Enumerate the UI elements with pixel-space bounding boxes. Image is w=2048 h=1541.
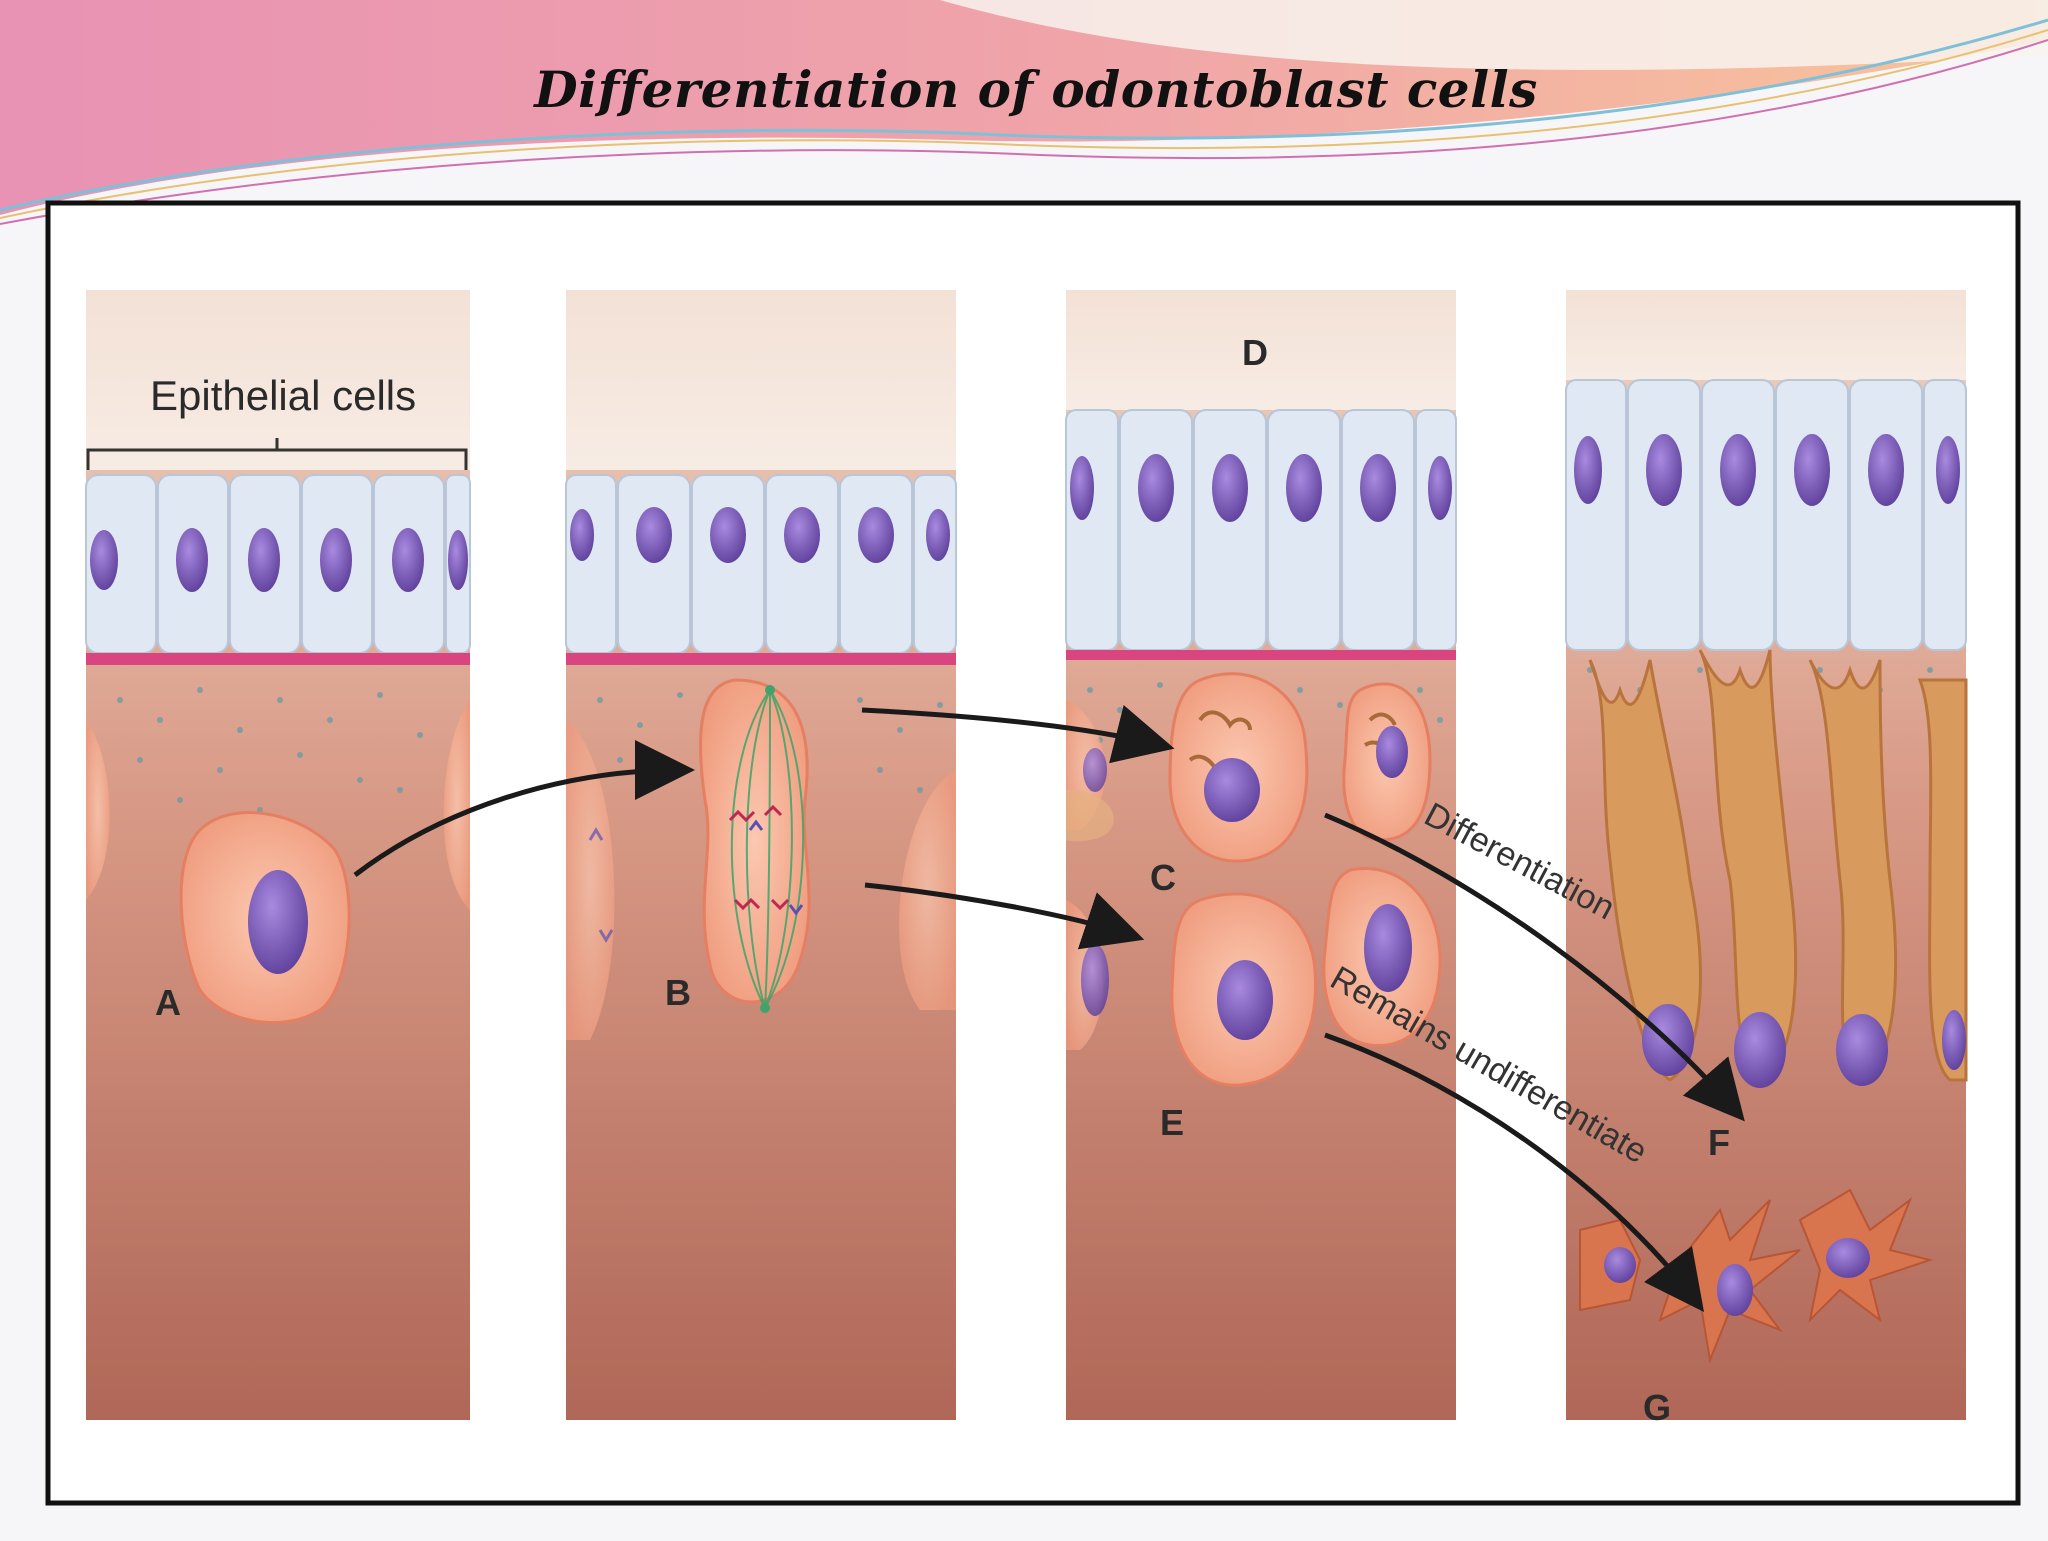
label-epithelial-cells: Epithelial cells xyxy=(150,372,416,419)
cell-c xyxy=(1168,672,1309,863)
panel-3 xyxy=(1065,290,1457,1420)
cell-neighbor-3a xyxy=(1342,682,1432,842)
label-g: G xyxy=(1643,1387,1671,1428)
slide-title: Differentiation of odontoblast cells xyxy=(534,60,1538,119)
cell-neighbor-3b xyxy=(1322,867,1442,1048)
title-banner xyxy=(0,0,2048,225)
label-c: C xyxy=(1150,857,1176,898)
label-e: E xyxy=(1160,1102,1184,1143)
label-a: A xyxy=(155,982,181,1023)
panel-2 xyxy=(565,290,957,1420)
arrow-differentiation xyxy=(1324,812,1745,1122)
arrow-b-to-e xyxy=(864,882,1145,950)
label-d: D xyxy=(1242,332,1268,373)
cell-a xyxy=(179,811,351,1025)
label-b: B xyxy=(665,972,691,1013)
odontoblast-row xyxy=(1588,649,1968,1082)
arrows xyxy=(353,704,1745,1312)
cell-e xyxy=(1170,892,1318,1087)
label-f: F xyxy=(1708,1122,1730,1163)
epithelial-layer-3 xyxy=(1065,409,1457,651)
arrow-remains-undifferentiated xyxy=(1324,1032,1705,1312)
panel-4 xyxy=(1565,290,1968,1420)
epithelial-layer-4 xyxy=(1565,379,1967,651)
panel-1 xyxy=(85,290,471,1420)
cell-b-mitosis xyxy=(698,678,811,1013)
arrow-b-to-c xyxy=(861,704,1175,764)
epithelial-bracket xyxy=(86,438,468,470)
basement-membrane xyxy=(86,653,470,665)
epithelial-layer-2 xyxy=(565,474,957,654)
arrow-a-to-b xyxy=(353,740,695,877)
epithelial-layer xyxy=(85,474,471,654)
